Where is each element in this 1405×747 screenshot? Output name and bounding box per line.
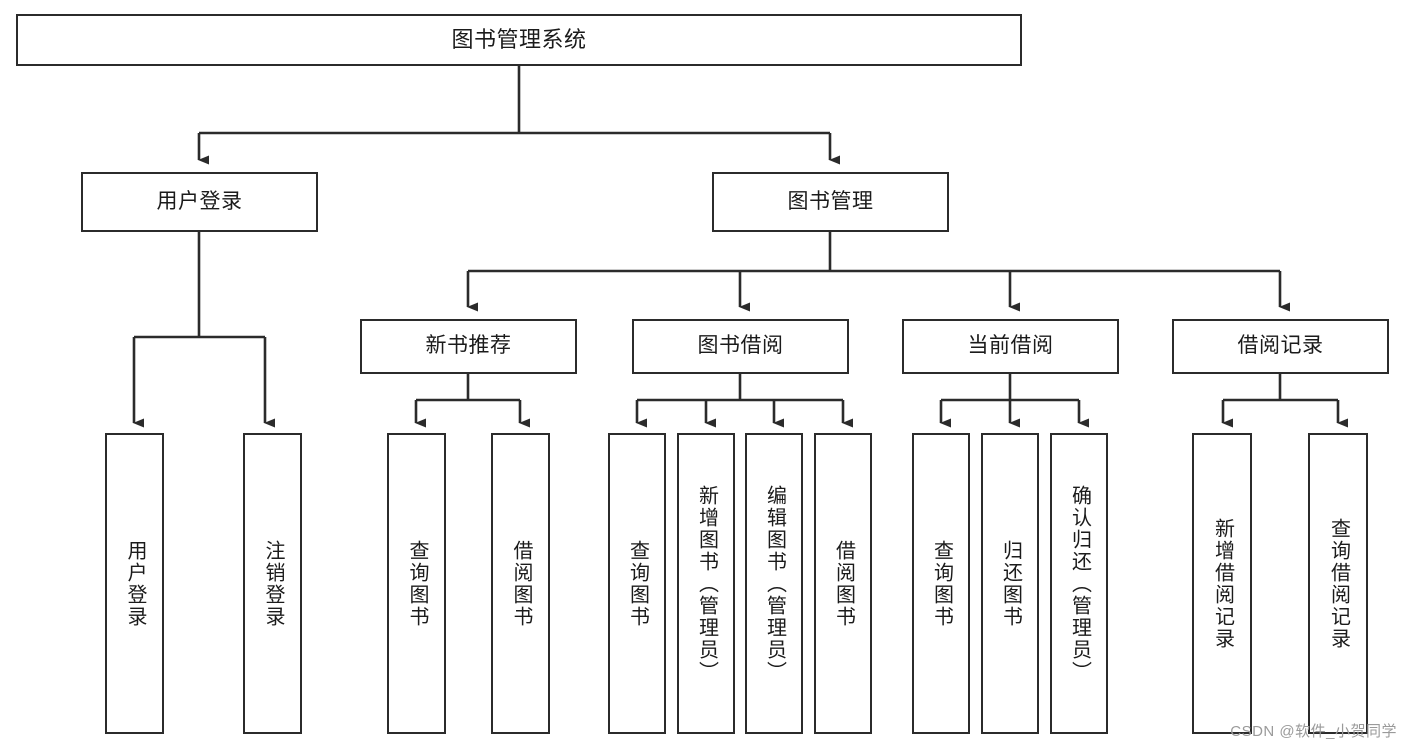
node-label: 借阅记录: [1237, 334, 1324, 358]
csdn-watermark: CSDN @软件_小贺同学: [1230, 723, 1397, 740]
node-label: 借阅图书: [832, 539, 855, 628]
node-book-borrow[interactable]: 图书借阅: [632, 319, 849, 374]
node-label: 查询图书: [406, 539, 428, 628]
node-label: 查询借阅记录: [1327, 517, 1350, 650]
node-label: 借阅图书: [510, 539, 532, 628]
leaf-br-add-record[interactable]: 新增借阅记录: [1192, 433, 1252, 734]
node-label: 图书借阅: [697, 334, 784, 358]
leaf-cb-return-book[interactable]: 归还图书: [981, 433, 1039, 734]
node-root-system[interactable]: 图书管理系统: [16, 14, 1022, 66]
node-current-borrow[interactable]: 当前借阅: [902, 319, 1119, 374]
node-label: 用户登录: [124, 539, 146, 628]
node-label: 新增图书（管理员）: [695, 484, 718, 683]
node-label: 新增借阅记录: [1211, 517, 1234, 650]
leaf-bb-borrow-book[interactable]: 借阅图书: [814, 433, 872, 734]
node-label: 图书管理: [787, 189, 874, 213]
node-label: 图书管理系统: [451, 27, 587, 53]
node-book-management[interactable]: 图书管理: [712, 172, 949, 232]
leaf-cb-query-book[interactable]: 查询图书: [912, 433, 970, 734]
leaf-logout[interactable]: 注销登录: [243, 433, 302, 734]
leaf-nb-query-book[interactable]: 查询图书: [387, 433, 446, 734]
node-label: 用户登录: [156, 189, 243, 213]
node-label: 新书推荐: [425, 334, 512, 358]
node-label: 查询图书: [930, 539, 953, 628]
node-label: 当前借阅: [967, 334, 1054, 358]
leaf-user-login[interactable]: 用户登录: [105, 433, 164, 734]
node-user-login[interactable]: 用户登录: [81, 172, 318, 232]
leaf-cb-confirm-return[interactable]: 确认归还（管理员）: [1050, 433, 1108, 734]
leaf-bb-add-book[interactable]: 新增图书（管理员）: [677, 433, 735, 734]
leaf-bb-edit-book[interactable]: 编辑图书（管理员）: [745, 433, 803, 734]
node-label: 归还图书: [999, 539, 1022, 628]
leaf-bb-query-book[interactable]: 查询图书: [608, 433, 666, 734]
node-label: 查询图书: [626, 539, 649, 628]
node-new-book-recommend[interactable]: 新书推荐: [360, 319, 577, 374]
node-label: 注销登录: [262, 539, 284, 628]
node-label: 确认归还（管理员）: [1068, 484, 1091, 683]
leaf-br-query-record[interactable]: 查询借阅记录: [1308, 433, 1368, 734]
node-label: 编辑图书（管理员）: [763, 484, 786, 683]
leaf-nb-borrow-book[interactable]: 借阅图书: [491, 433, 550, 734]
node-borrow-record[interactable]: 借阅记录: [1172, 319, 1389, 374]
